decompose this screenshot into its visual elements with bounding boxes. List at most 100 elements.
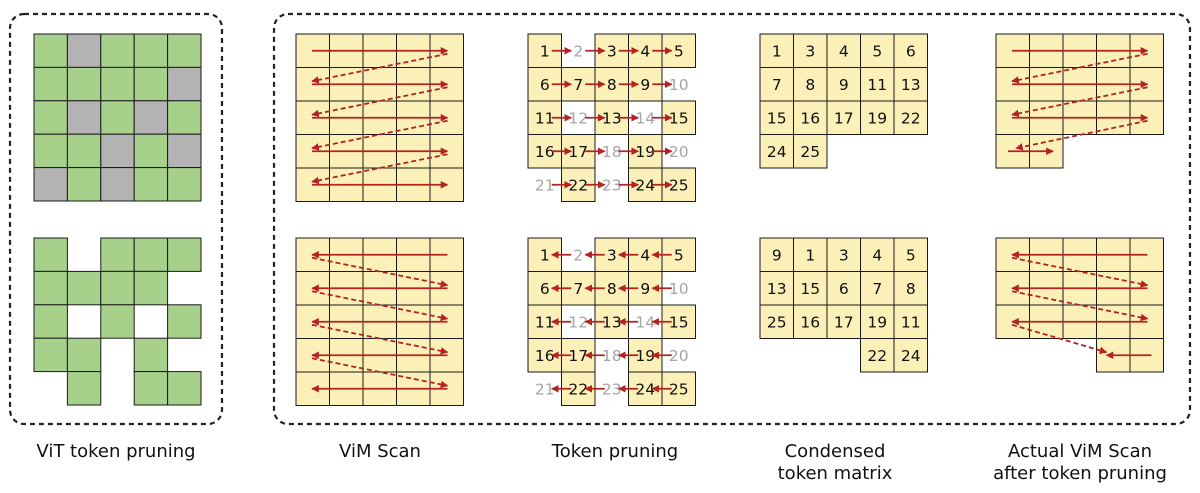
token-number: 25 bbox=[669, 176, 689, 194]
token-number: 3 bbox=[607, 42, 617, 60]
condensed-cell bbox=[860, 338, 895, 373]
vit-token-23 bbox=[100, 167, 135, 202]
condensed-token-number: 3 bbox=[839, 246, 849, 264]
vit-token-25 bbox=[167, 167, 202, 202]
actual-scan-return-arrow bbox=[1011, 290, 1149, 322]
condensed-cell bbox=[793, 67, 828, 102]
condensed-token-number: 13 bbox=[767, 280, 787, 298]
actual-scan-forward-grid bbox=[995, 33, 1164, 169]
condensed-token-number: 22 bbox=[901, 109, 921, 127]
vit-kept-token-9 bbox=[133, 270, 169, 306]
vit-token-10 bbox=[167, 66, 202, 102]
actual-label-line1: Actual ViM Scan bbox=[1007, 441, 1153, 462]
actual-scan-return-arrow bbox=[1011, 256, 1149, 288]
token-number: 16 bbox=[535, 347, 555, 365]
vit-kept-token-19 bbox=[133, 337, 169, 373]
token-number: 7 bbox=[573, 76, 583, 94]
condensed-cell bbox=[826, 237, 861, 272]
vim-scan-label: ViM Scan bbox=[339, 441, 421, 462]
vim-dashed-frame bbox=[272, 12, 1192, 426]
token-number: 7 bbox=[573, 280, 583, 298]
pruned-token-number: 2 bbox=[573, 42, 583, 60]
token-number: 15 bbox=[669, 313, 689, 331]
vim-scan-backward-grid bbox=[295, 237, 464, 406]
token-pruning-label: Token pruning bbox=[551, 441, 679, 462]
token-number: 5 bbox=[674, 42, 684, 60]
vit-token-5 bbox=[167, 33, 202, 68]
token-number: 17 bbox=[568, 347, 588, 365]
vit-kept-token-24 bbox=[133, 371, 169, 406]
token-number: 11 bbox=[535, 109, 555, 127]
token-number: 13 bbox=[602, 109, 622, 127]
condensed-token-number: 6 bbox=[839, 280, 849, 298]
token-number: 8 bbox=[607, 280, 617, 298]
condensed-token-number: 25 bbox=[800, 143, 820, 161]
token-number: 15 bbox=[669, 109, 689, 127]
token-number: 22 bbox=[568, 176, 588, 194]
vit-token-9 bbox=[133, 66, 169, 102]
vit-token-3 bbox=[100, 33, 135, 68]
condensed-cell bbox=[893, 100, 928, 135]
condensed-token-number: 22 bbox=[867, 347, 887, 365]
condensed-cell bbox=[860, 304, 895, 339]
token-number: 5 bbox=[674, 246, 684, 264]
vit-token-4 bbox=[133, 33, 169, 68]
token-number: 3 bbox=[607, 246, 617, 264]
scan-return-arrow bbox=[311, 323, 449, 355]
condensed-token-number: 25 bbox=[767, 313, 787, 331]
scan-return-arrow bbox=[311, 119, 448, 151]
condensed-label-line1: Condensed bbox=[784, 441, 886, 462]
pruned-token-number: 20 bbox=[669, 347, 689, 365]
token-number: 19 bbox=[635, 347, 655, 365]
condensed-token-number: 6 bbox=[906, 42, 916, 60]
condensed-cell bbox=[793, 304, 828, 339]
condensed-cell bbox=[793, 134, 828, 169]
condensed-token-number: 5 bbox=[906, 246, 916, 264]
vit-token-1 bbox=[33, 33, 68, 68]
condensed-cell bbox=[893, 338, 928, 373]
pruned-token-number: 12 bbox=[568, 313, 588, 331]
condensed-label-line2: token matrix bbox=[777, 463, 893, 484]
condensed-token-number: 1 bbox=[805, 246, 815, 264]
condensed-cell bbox=[860, 237, 895, 272]
vit-kept-token-11 bbox=[33, 304, 68, 339]
token-number: 9 bbox=[640, 280, 650, 298]
vit-token-2 bbox=[66, 33, 102, 68]
vit-token-15 bbox=[167, 100, 202, 135]
vit-token-16 bbox=[33, 133, 68, 169]
vit-token-18 bbox=[100, 133, 135, 169]
condensed-token-number: 11 bbox=[867, 76, 887, 94]
vit-kept-token-13 bbox=[100, 304, 135, 339]
condensed-cell bbox=[759, 67, 794, 102]
vit-kept-token-25 bbox=[167, 371, 202, 406]
pruned-token-number: 2 bbox=[573, 246, 583, 264]
pruned-token-number: 21 bbox=[535, 380, 555, 398]
condensed-token-number: 16 bbox=[800, 109, 820, 127]
vit-token-24 bbox=[133, 167, 169, 202]
actual-scan-backward-grid bbox=[995, 237, 1164, 373]
scan-return-arrow bbox=[311, 256, 449, 288]
token-number: 1 bbox=[540, 246, 550, 264]
vit-token-19 bbox=[133, 133, 169, 169]
actual-scan-return-arrow bbox=[1011, 52, 1148, 84]
actual-scan-return-arrow bbox=[1015, 119, 1148, 151]
vit-kept-token-1 bbox=[33, 237, 68, 272]
vit-token-8 bbox=[100, 66, 135, 102]
actual-scan-return-arrow bbox=[1011, 86, 1148, 118]
pruned-token-number: 10 bbox=[669, 280, 689, 298]
vit-full-grid bbox=[33, 33, 202, 202]
condensed-cell bbox=[860, 100, 895, 135]
condensed-token-number: 19 bbox=[867, 109, 887, 127]
vit-token-7 bbox=[66, 66, 102, 102]
vit-token-22 bbox=[66, 167, 102, 202]
vit-kept-token-22 bbox=[66, 371, 102, 406]
actual-scan-label: Actual ViM Scan after token pruning bbox=[975, 441, 1185, 485]
actual-label-line2: after token pruning bbox=[993, 463, 1167, 484]
pruned-token-number: 23 bbox=[602, 380, 622, 398]
condensed-token-number: 19 bbox=[867, 313, 887, 331]
condensed-token-number: 16 bbox=[800, 313, 820, 331]
token-number: 19 bbox=[635, 143, 655, 161]
